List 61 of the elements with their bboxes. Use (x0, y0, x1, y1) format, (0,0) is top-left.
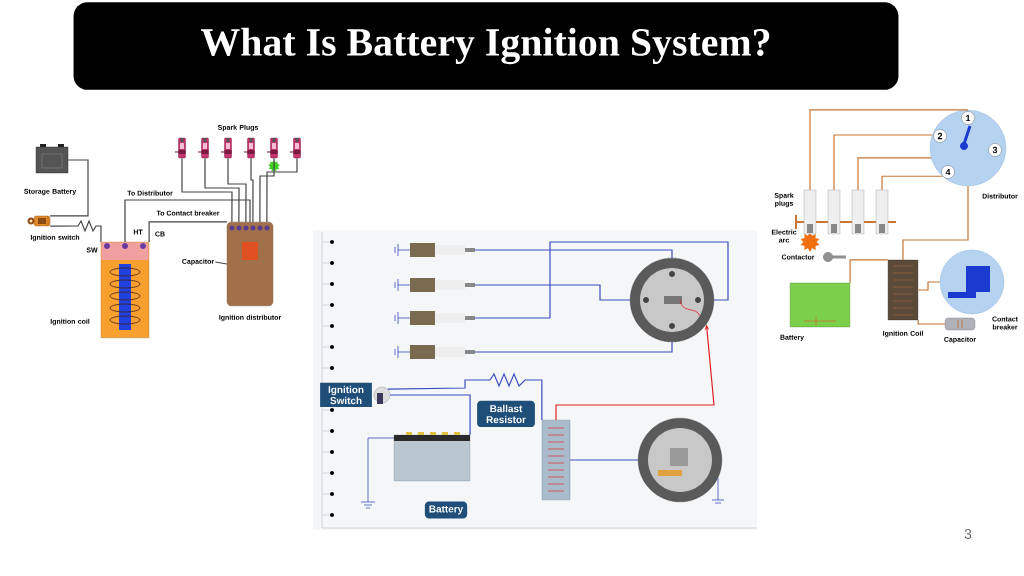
distributor-cap-drawing (629, 257, 715, 343)
wire (227, 157, 247, 223)
wire (917, 281, 941, 291)
wire (917, 319, 946, 325)
wire (49, 219, 102, 243)
wire (474, 284, 631, 301)
wire (833, 134, 933, 191)
callout-tag: Ignition Switch (320, 382, 372, 408)
spark-plug-drawing (851, 189, 865, 235)
wire (266, 157, 298, 223)
spark-plug-drawing (827, 189, 841, 235)
capacitor-drawing (944, 317, 976, 331)
wire (124, 199, 251, 243)
wire (204, 157, 240, 223)
ignition-switch-drawing (27, 215, 51, 227)
wire (148, 221, 228, 243)
wire (214, 261, 228, 265)
key-icon (823, 252, 846, 262)
number-badge: 2 (933, 129, 947, 143)
spark-plug-drawing (197, 137, 209, 159)
wire (181, 157, 233, 223)
battery-drawing (35, 144, 69, 174)
ignition-switch-drawing (373, 386, 391, 404)
wire (389, 394, 471, 436)
spark-plug-drawing (289, 137, 301, 159)
spark-plug-drawing (220, 137, 232, 159)
spark-plug-drawing (266, 137, 278, 159)
spark-plug-drawing (394, 243, 475, 257)
ignition-coil-drawing (100, 241, 150, 338)
contact-breaker-drawing (939, 249, 1005, 315)
wire (387, 372, 543, 421)
title-banner: What Is Battery Ignition System? (73, 2, 899, 90)
spark-plug-drawing (875, 189, 889, 235)
wire (569, 459, 639, 461)
label-tag: Ballast Resistor (477, 400, 535, 428)
spark-plug-drawing (394, 345, 475, 359)
spark-plug-drawing (243, 137, 255, 159)
wire (250, 157, 254, 223)
ignition-distributor-drawing (226, 221, 274, 307)
wire (259, 157, 275, 223)
wire (49, 159, 89, 217)
number-badge: 3 (988, 143, 1002, 157)
wire (902, 185, 969, 261)
spark-plug-drawing (394, 311, 475, 325)
wire (474, 241, 729, 319)
wire (849, 259, 889, 284)
page-number: 3 (964, 529, 972, 539)
ignition-coil-drawing (541, 419, 571, 501)
wire (809, 109, 969, 191)
wire (474, 249, 673, 259)
contact-breaker-drawing (637, 417, 725, 504)
battery-drawing (789, 282, 851, 328)
number-badge: 1 (961, 111, 975, 125)
spark-plug-drawing (174, 137, 186, 159)
wire (881, 175, 944, 191)
wire (857, 157, 932, 191)
number-badge: 4 (941, 165, 955, 179)
spark-plug-drawing (394, 278, 475, 292)
wire (474, 341, 673, 353)
spark-plug-drawing (803, 189, 817, 235)
ignition-coil-drawing (887, 259, 919, 321)
